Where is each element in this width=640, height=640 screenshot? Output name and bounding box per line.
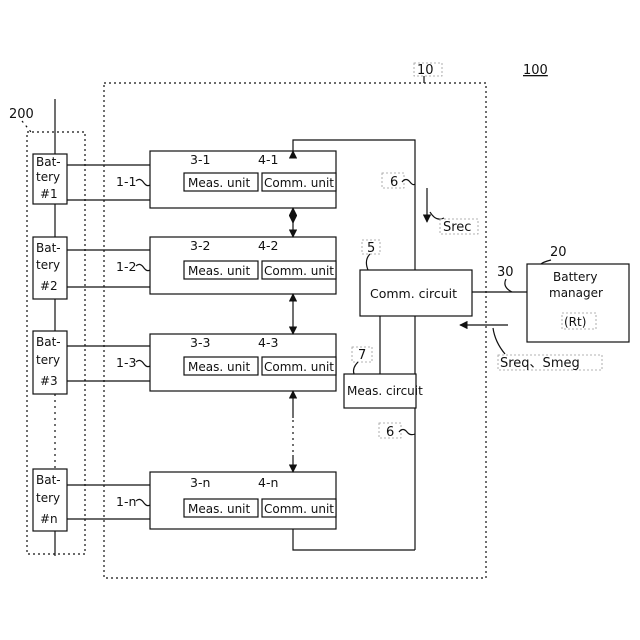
link-ref-label: 30 (497, 265, 514, 280)
battery-manager-ref: 20 (550, 245, 567, 260)
battery-manager-line3: (Rt) (564, 315, 586, 329)
module-1-meas-label: Meas. unit (188, 176, 251, 190)
module-3-meas-ref: 3-3 (190, 335, 210, 350)
battery-pack-ref-label: 200 (9, 107, 34, 122)
battery-2-line3: #2 (40, 279, 58, 293)
battery-3-line3: #3 (40, 374, 58, 388)
battery-3-line2: tery (36, 353, 60, 367)
module-n-meas-label: Meas. unit (188, 502, 251, 516)
battery-manager-line2: manager (549, 286, 603, 300)
system-ref-label: 100 (523, 63, 548, 78)
module-3-ref: 1-3 (116, 355, 136, 370)
battery-1: Bat- tery #1 (33, 154, 67, 204)
battery-n: Bat- tery #n (33, 469, 67, 531)
battery-n-line3: #n (40, 512, 58, 526)
module-2-meas-label: Meas. unit (188, 264, 251, 278)
module-2: 1-2 3-2 4-2 Meas. unit Comm. unit (116, 237, 336, 294)
battery-n-line1: Bat- (36, 473, 61, 487)
battery-3-line1: Bat- (36, 335, 61, 349)
battery-2-line1: Bat- (36, 241, 61, 255)
module-3: 1-3 3-3 4-3 Meas. unit Comm. unit (116, 334, 336, 391)
module-n-meas-ref: 3-n (190, 475, 210, 490)
battery-1-line3: #1 (40, 187, 58, 201)
battery-2: Bat- tery #2 (33, 237, 67, 299)
battery-module-wires (67, 165, 150, 519)
module-3-meas-label: Meas. unit (188, 360, 251, 374)
comm-circuit-ref: 5 (367, 241, 375, 256)
module-2-ref: 1-2 (116, 259, 136, 274)
module-1-comm-ref: 4-1 (258, 152, 278, 167)
communication-circuit-label: Comm. circuit (370, 286, 457, 301)
sreq-smeg-label: Sreq、Smeg (500, 356, 580, 371)
module-n-comm-ref: 4-n (258, 475, 278, 490)
bus-ref-bottom: 6 (386, 425, 394, 440)
battery-1-line2: tery (36, 170, 60, 184)
module-n-comm-label: Comm. unit (264, 502, 334, 516)
module-3-comm-label: Comm. unit (264, 360, 334, 374)
bus-ref-top: 6 (390, 175, 398, 190)
module-n: 1-n 3-n 4-n Meas. unit Comm. unit (116, 472, 336, 529)
meas-circuit-ref: 7 (358, 348, 366, 363)
module-2-meas-ref: 3-2 (190, 238, 210, 253)
battery-3: Bat- tery #3 (33, 331, 67, 394)
module-2-comm-ref: 4-2 (258, 238, 278, 253)
battery-manager-line1: Battery (553, 270, 597, 284)
device-ref-label: 10 (417, 63, 434, 78)
battery-2-line2: tery (36, 258, 60, 272)
module-1-meas-ref: 3-1 (190, 152, 210, 167)
module-n-ref: 1-n (116, 494, 136, 509)
module-1-ref: 1-1 (116, 174, 136, 189)
battery-n-line2: tery (36, 491, 60, 505)
module-1-comm-label: Comm. unit (264, 176, 334, 190)
srec-label: Srec (443, 220, 471, 235)
battery-1-line1: Bat- (36, 155, 61, 169)
measurement-circuit-label: Meas. circuit (347, 384, 423, 398)
module-2-comm-label: Comm. unit (264, 264, 334, 278)
module-3-comm-ref: 4-3 (258, 335, 278, 350)
